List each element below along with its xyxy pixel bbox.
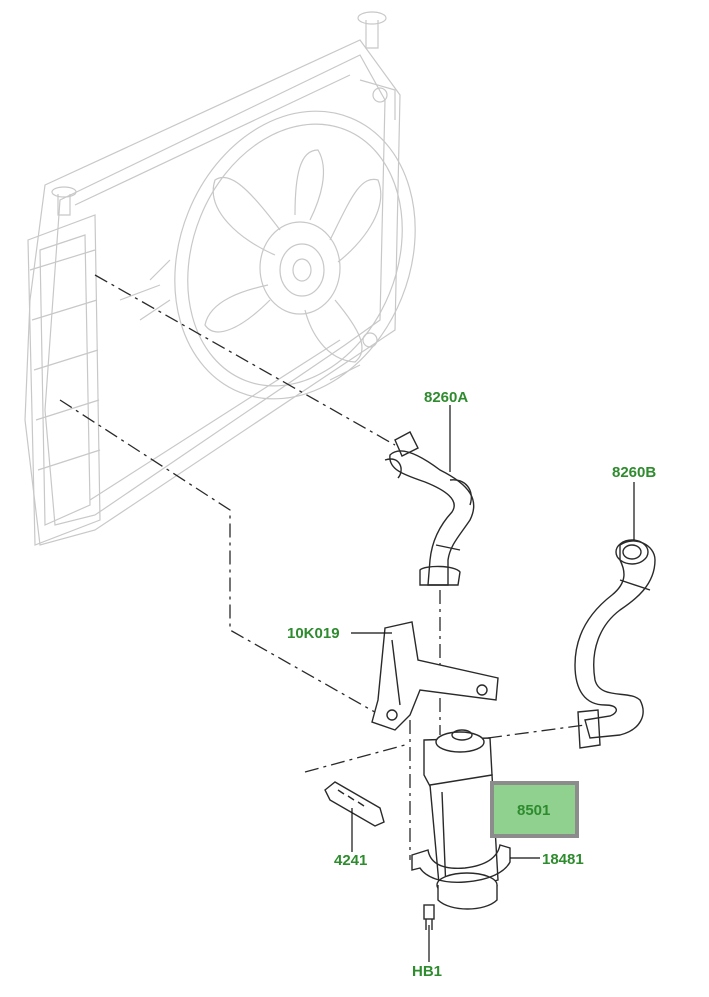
label-4241[interactable]: 4241 xyxy=(334,852,367,869)
pump-bracket xyxy=(371,621,499,731)
hex-bolt xyxy=(423,904,435,930)
label-8260A[interactable]: 8260A xyxy=(424,389,468,406)
radiator-fan-assembly xyxy=(24,11,416,546)
retaining-clip xyxy=(324,781,385,827)
alignment-lines xyxy=(59,274,586,860)
pump-label-highlight xyxy=(490,781,579,838)
upper-coolant-hose xyxy=(384,431,475,586)
label-8501[interactable]: 8501 xyxy=(517,802,550,819)
lower-coolant-hose xyxy=(574,539,656,749)
pump-clamp xyxy=(411,844,511,884)
label-HB1[interactable]: HB1 xyxy=(412,963,442,980)
label-18481[interactable]: 18481 xyxy=(542,851,584,868)
leader-lines xyxy=(351,405,635,962)
label-10K019[interactable]: 10K019 xyxy=(287,625,340,642)
label-8260B[interactable]: 8260B xyxy=(612,464,656,481)
